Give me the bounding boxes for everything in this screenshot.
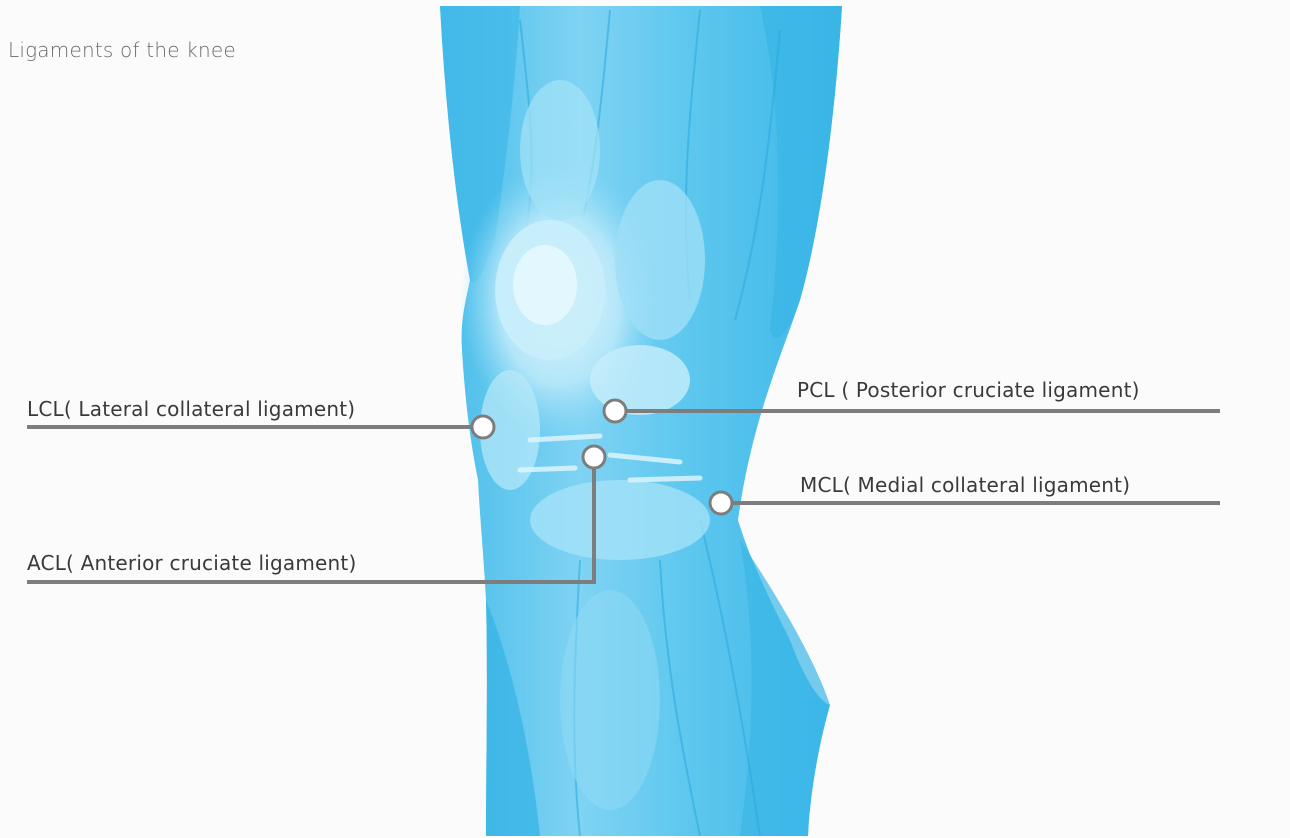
mcl-label: MCL( Medial collateral ligament) [800, 473, 1130, 497]
shin-highlight [560, 590, 660, 810]
mcl-marker [710, 492, 732, 514]
acl-label: ACL( Anterior cruciate ligament) [27, 551, 356, 575]
lcl-label: LCL( Lateral collateral ligament) [27, 397, 355, 421]
tibia-highlight [530, 480, 710, 560]
thigh-highlight [520, 80, 600, 220]
pcl-marker [604, 400, 626, 422]
lcl-marker [472, 416, 494, 438]
patella-highlight [513, 245, 577, 325]
diagram-title: Ligaments of the knee [8, 38, 236, 62]
medial-condyle [615, 180, 705, 340]
acl-marker [583, 446, 605, 468]
pcl-label: PCL ( Posterior cruciate ligament) [797, 378, 1140, 402]
